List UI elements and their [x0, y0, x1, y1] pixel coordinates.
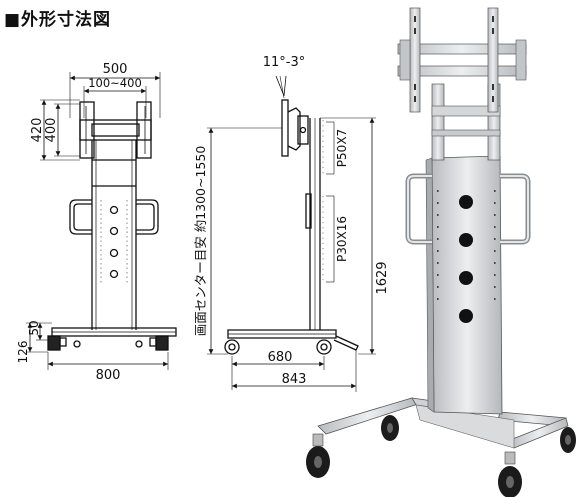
dim-vesa-range: 100~400: [88, 76, 142, 90]
dim-pitch-upper: P50X7: [335, 129, 349, 167]
dim-base-width: 800: [96, 368, 121, 383]
dim-height-inner: 400: [44, 118, 59, 143]
front-view: [26, 72, 177, 370]
side-view: [207, 75, 376, 392]
dim-base-height-inner: 50: [27, 320, 41, 335]
dim-pitch-lower: P30X16: [335, 216, 349, 262]
dim-tilt: 11°-3°: [263, 55, 306, 70]
dim-height-outer: 420: [30, 118, 45, 143]
dim-center-height: 画面センター目安 約1300~1550: [193, 146, 208, 337]
dim-base-depth: 680: [268, 350, 293, 365]
dim-width-top: 500: [103, 62, 128, 77]
page-title: ■外形寸法図: [4, 10, 112, 30]
dim-total-height: 1629: [375, 261, 390, 294]
dim-base-height-total: 126: [16, 341, 30, 364]
product-illustration: [306, 7, 576, 497]
dim-total-depth: 843: [282, 372, 307, 387]
